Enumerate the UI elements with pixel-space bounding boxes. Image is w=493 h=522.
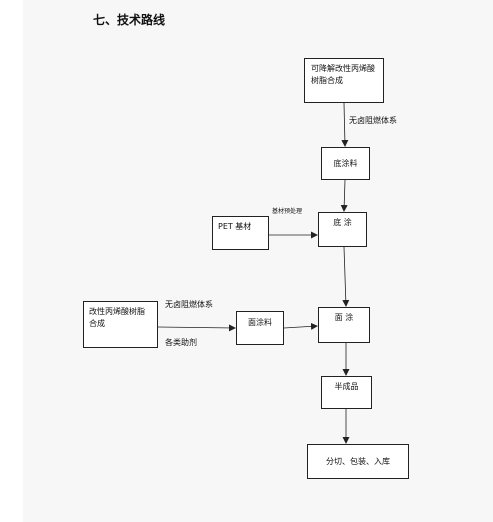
box-pet-substrate: PET 基材 (212, 216, 269, 250)
box-resin-synthesis: 可降解改性丙烯酸树脂合成 (304, 58, 384, 103)
box-base-coating-text: 底 涂 (333, 218, 352, 227)
box-semi-finished-text: 半成品 (334, 382, 359, 391)
box-top-coat-material-text: 面涂料 (248, 318, 272, 327)
box-final-steps-text: 分切、包装、入库 (326, 456, 390, 466)
box-base-coating: 底 涂 (318, 212, 367, 247)
label-halogen-free-1: 无卤阻燃体系 (349, 116, 397, 125)
box-pet-substrate-text: PET 基材 (218, 222, 252, 231)
section-heading: 七、技术路线 (93, 13, 166, 27)
box-semi-finished: 半成品 (321, 376, 372, 409)
box-resin-synthesis-text: 可降解改性丙烯酸树脂合成 (311, 64, 375, 85)
box-base-coat-material: 底涂料 (321, 147, 370, 180)
arrow-base-coat-material-to-base-coating (340, 179, 348, 212)
page-background (23, 0, 493, 522)
box-modified-resin-synthesis: 改性丙烯酸树脂合成 (83, 301, 158, 348)
box-top-coat-material: 面涂料 (236, 311, 284, 345)
box-base-coat-material-text: 底涂料 (333, 158, 358, 168)
label-halogen-free-2: 无卤阻燃体系 (165, 300, 213, 309)
box-final-steps: 分切、包装、入库 (307, 444, 409, 479)
arrow-top-coat-material-to-top-coating (283, 322, 318, 330)
arrow-modified-resin-to-top-coat-material (157, 324, 236, 332)
box-top-coating-text: 面 涂 (334, 313, 354, 322)
label-additives: 各类助剂 (165, 338, 197, 347)
arrow-resin-to-base-coat-material (341, 102, 349, 147)
box-top-coating: 面 涂 (318, 307, 370, 343)
label-substrate-pretreat: 基材预处理 (272, 208, 303, 215)
arrow-base-coating-to-top-coating (342, 246, 350, 307)
box-modified-resin-synthesis-text: 改性丙烯酸树脂合成 (89, 307, 145, 328)
